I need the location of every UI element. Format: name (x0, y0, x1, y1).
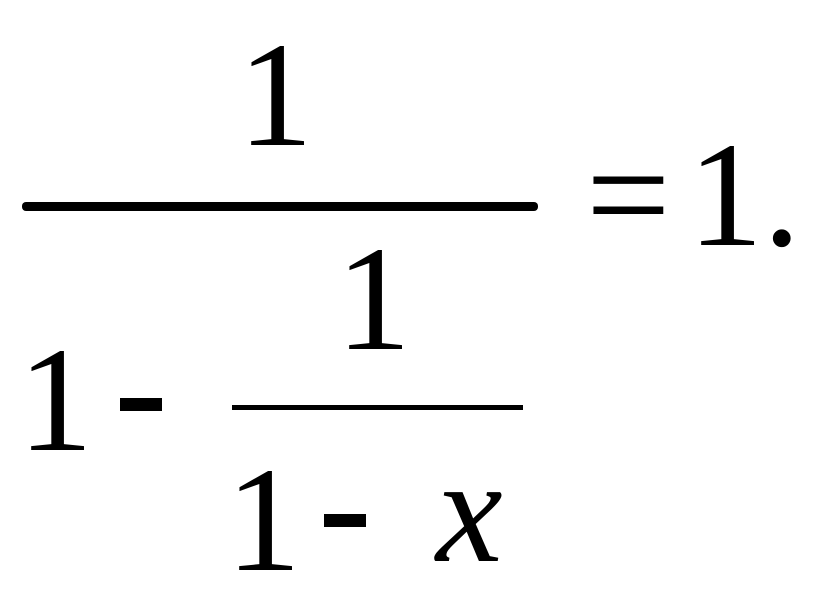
outer-numerator: 1 (238, 12, 313, 178)
equals-sign: = (586, 112, 671, 278)
inner-numerator: 1 (336, 216, 411, 382)
right-hand-side: 1. (688, 112, 801, 278)
inner-denominator-minus (324, 514, 366, 527)
inner-fraction-bar (232, 405, 523, 410)
variable-x: x (436, 428, 503, 594)
outer-denominator-one: 1 (18, 317, 93, 483)
inner-denominator-one: 1 (226, 437, 301, 603)
outer-fraction-bar (22, 202, 538, 211)
outer-denominator-minus (120, 398, 162, 411)
